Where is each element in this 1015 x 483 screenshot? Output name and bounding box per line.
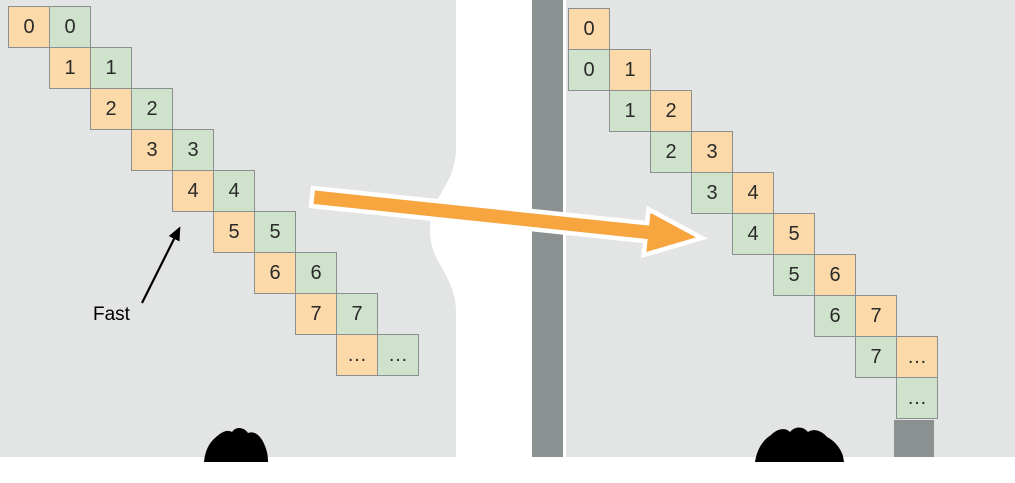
- transform-arrow: [308, 185, 708, 259]
- silhouette-left: [204, 427, 268, 462]
- fast-label: Fast: [93, 304, 130, 325]
- left-panel: [0, 0, 456, 457]
- silhouette-right: [755, 427, 844, 462]
- bottom-stub: [894, 420, 934, 457]
- fast-pointer-arrow: [141, 226, 181, 304]
